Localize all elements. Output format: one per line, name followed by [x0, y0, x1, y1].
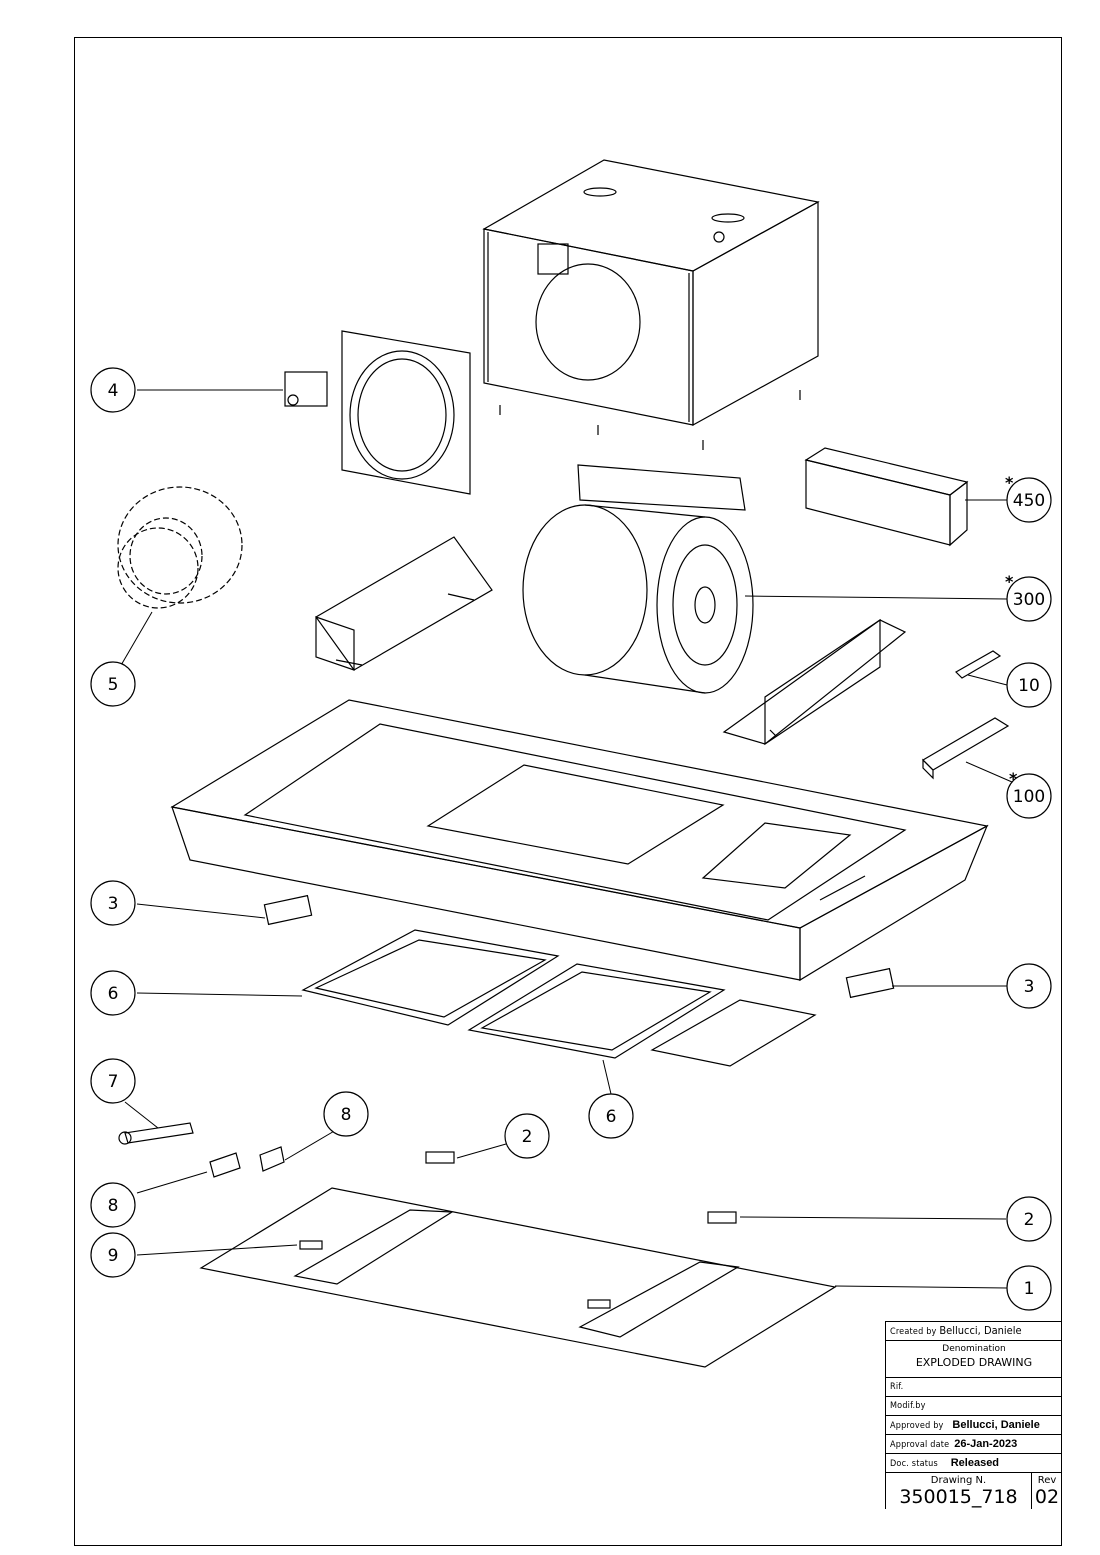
callout-1: 1	[1006, 1265, 1052, 1311]
doc-status-value: Released	[950, 1457, 1000, 1469]
drawing-number-label: Drawing N.	[930, 1475, 987, 1486]
svg-text:100: 100	[1013, 787, 1045, 807]
callout-9: 9	[90, 1232, 136, 1278]
svg-text:1: 1	[1024, 1279, 1035, 1299]
svg-text:3: 3	[1024, 977, 1035, 997]
approved-row: Approved by Bellucci, Daniele	[886, 1416, 1062, 1435]
approval-date-label: Approval date	[890, 1440, 950, 1450]
tube-part-7	[118, 1122, 194, 1145]
callout-4: 4	[90, 367, 136, 413]
callout-3-left: 3	[90, 880, 136, 926]
created-by-label: Created by	[890, 1327, 937, 1337]
leader-lines	[119, 389, 1013, 1289]
doc-status-label: Doc. status	[890, 1459, 938, 1469]
callout-2-right: 2	[1006, 1196, 1052, 1242]
revision-label: Rev	[1037, 1475, 1057, 1486]
denomination-row: Denomination EXPLODED DRAWING	[886, 1341, 1062, 1378]
flange-plate	[284, 330, 471, 495]
svg-text:300: 300	[1013, 590, 1045, 610]
doc-status-row: Doc. status Released	[886, 1454, 1062, 1473]
modif-row: Modif.by	[886, 1397, 1062, 1416]
callout-2-center: 2	[504, 1113, 550, 1159]
housing-box	[482, 159, 820, 427]
svg-text:8: 8	[108, 1196, 119, 1216]
bracket-left	[315, 536, 493, 671]
modif-label: Modif.by	[890, 1401, 926, 1411]
approval-date-value: 26-Jan-2023	[954, 1438, 1018, 1450]
bottom-panel	[199, 1187, 837, 1368]
drawing-number-cell: Drawing N. 350015_718	[886, 1473, 1032, 1509]
approved-label: Approved by	[890, 1421, 944, 1431]
title-block: Created by Bellucci, Daniele Denominatio…	[885, 1321, 1062, 1509]
svg-text:7: 7	[108, 1072, 119, 1092]
callout-300: 300 *	[1005, 572, 1052, 622]
control-unit	[804, 447, 969, 547]
callout-8-lower: 8	[90, 1182, 136, 1228]
svg-text:8: 8	[341, 1105, 352, 1125]
callout-3-right: 3	[1006, 963, 1052, 1009]
rif-label: Rif.	[890, 1382, 904, 1392]
svg-text:3: 3	[108, 894, 119, 914]
blower-motor	[522, 464, 754, 694]
svg-text:*: *	[1009, 769, 1018, 788]
screws	[499, 390, 801, 450]
created-by-row: Created by Bellucci, Daniele	[886, 1322, 1062, 1341]
bracket-right	[722, 618, 907, 746]
filter-clips	[263, 894, 895, 999]
svg-text:5: 5	[108, 675, 119, 695]
hinge-part-2	[425, 1151, 737, 1224]
approved-value: Bellucci, Daniele	[952, 1419, 1040, 1431]
svg-text:9: 9	[108, 1246, 119, 1266]
callout-100: 100 *	[1006, 769, 1052, 819]
callout-6-center: 6	[588, 1093, 634, 1139]
svg-text:4: 4	[108, 381, 119, 401]
svg-text:2: 2	[522, 1127, 533, 1147]
cover-panel	[650, 999, 817, 1067]
filters	[301, 929, 726, 1059]
callout-6-left: 6	[90, 970, 136, 1016]
callout-5: 5	[90, 661, 136, 707]
denomination-label: Denomination	[942, 1344, 1006, 1354]
callout-450: 450 *	[1005, 473, 1052, 523]
drawing-frame	[74, 37, 1062, 1546]
duct-ring	[117, 486, 243, 609]
svg-text:*: *	[1005, 473, 1014, 492]
revision-value: 02	[1034, 1486, 1060, 1508]
drawing-number-row: Drawing N. 350015_718 Rev 02	[886, 1473, 1062, 1509]
bracket-part-8	[209, 1146, 285, 1178]
hood-body	[170, 699, 989, 982]
callout-10: 10	[1006, 662, 1052, 708]
drawing-number-value: 350015_718	[899, 1486, 1018, 1508]
light-part-100	[922, 717, 1010, 780]
svg-text:450: 450	[1013, 491, 1045, 511]
revision-cell: Rev 02	[1032, 1473, 1062, 1509]
denomination-value: EXPLODED DRAWING	[915, 1356, 1033, 1369]
svg-text:6: 6	[606, 1107, 617, 1127]
clip-part-10	[955, 650, 1002, 679]
created-by-value: Bellucci, Daniele	[939, 1324, 1022, 1337]
svg-text:6: 6	[108, 984, 119, 1004]
svg-text:*: *	[1005, 572, 1014, 591]
callout-8-upper: 8	[323, 1091, 369, 1137]
svg-text:2: 2	[1024, 1210, 1035, 1230]
svg-text:10: 10	[1018, 676, 1040, 696]
callout-7: 7	[90, 1058, 136, 1104]
rif-row: Rif.	[886, 1378, 1062, 1397]
approval-date-row: Approval date 26-Jan-2023	[886, 1435, 1062, 1454]
